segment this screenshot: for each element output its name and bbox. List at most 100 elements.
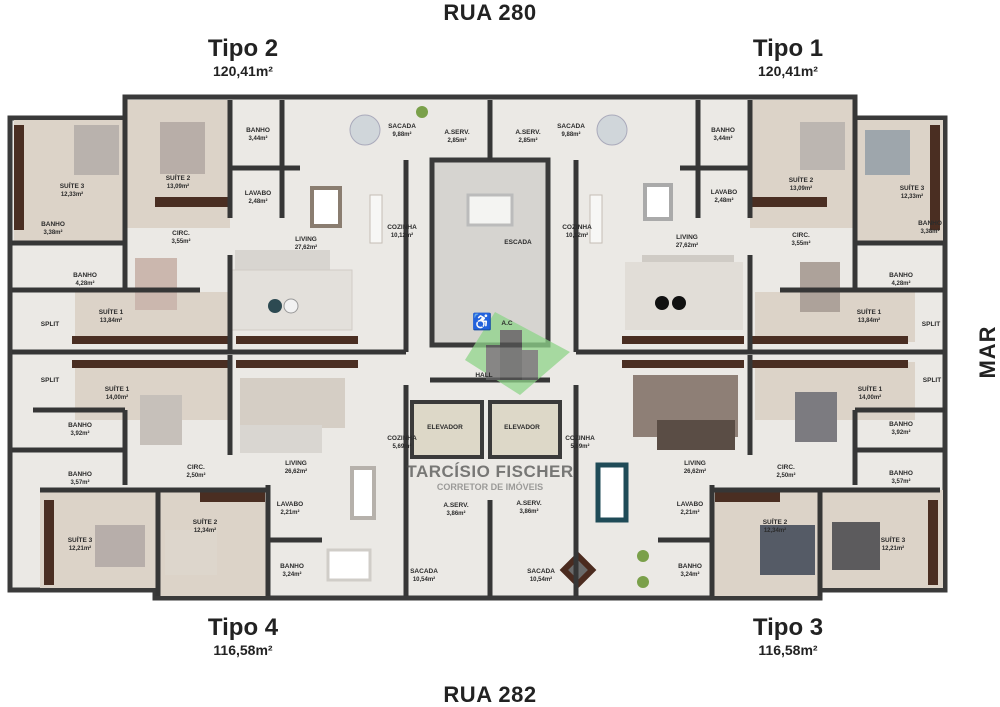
room-name: BANHO (68, 471, 92, 478)
room-name: SUÍTE 3 (899, 185, 925, 192)
unit-area: 116,58m² (758, 642, 818, 658)
room-label-tipo2: SPLIT (41, 321, 59, 329)
room-area: 3,92m² (891, 430, 911, 436)
room-name: SUÍTE 3 (59, 183, 85, 190)
room-area: 2,48m² (248, 199, 268, 205)
room-name: SUÍTE 3 (880, 537, 906, 544)
ac-label: A.C (501, 320, 513, 327)
room-label-tipo3: CIRC.2,50m² (776, 464, 795, 480)
room-area: 12,34m² (763, 528, 787, 534)
elevator-left-label: ELEVADOR (427, 424, 463, 431)
room-name: LIVING (295, 236, 317, 243)
unit-title: Tipo 1 (752, 35, 824, 62)
room-area: 3,57m² (891, 479, 911, 485)
wheelchair-icon: ♿ (472, 314, 492, 331)
room-name: LAVABO (676, 501, 704, 508)
hall-label: HALL (475, 372, 493, 379)
room-area: 3,86m² (446, 511, 466, 517)
room-area: 2,85m² (518, 138, 538, 144)
room-name: BANHO (73, 272, 97, 279)
room-label-tipo1: BANHO 3,44m² (711, 127, 735, 143)
room-area: 27,62m² (675, 243, 699, 249)
room-name: SACADA (410, 568, 438, 575)
room-area: 3,24m² (680, 572, 700, 578)
room-area: 3,38m² (43, 230, 63, 236)
room-name: CIRC. (172, 230, 190, 237)
unit-title: Tipo 2 (207, 35, 279, 62)
room-area: 2,21m² (280, 510, 300, 516)
room-name: LAVABO (276, 501, 304, 508)
room-name: SUÍTE 2 (762, 519, 788, 526)
room-label-tipo1: A.SERV.2,85m² (515, 129, 540, 145)
room-name: COZINHA (387, 435, 417, 442)
room-area: 4,28m² (891, 281, 911, 287)
room-area: 9,88m² (392, 132, 412, 138)
room-name: SPLIT (40, 377, 60, 384)
room-area: 13,09m² (166, 184, 190, 190)
room-name: COZINHA (387, 224, 417, 231)
elevator-left-shaft (410, 400, 484, 459)
unit-area: 116,58m² (213, 642, 273, 658)
sea-label: MAR (975, 325, 1000, 379)
room-area: 3,55m² (791, 241, 811, 247)
room-name: LAVABO (244, 190, 272, 197)
room-label-tipo3: A.SERV.3,86m² (516, 500, 541, 516)
room-area: 9,88m² (561, 132, 581, 138)
room-area: 3,92m² (70, 431, 90, 437)
room-label-tipo3: SPLIT (923, 377, 941, 385)
room-name: BANHO (918, 220, 942, 227)
room-name: BANHO (246, 127, 270, 134)
room-area: 10,54m² (412, 577, 436, 583)
room-area: 3,86m² (519, 509, 539, 515)
room-name: A.SERV. (443, 502, 469, 509)
room-label-tipo1: CIRC.3,55m² (791, 232, 810, 248)
room-area: 12,21m² (881, 546, 905, 552)
elevator-right-shaft (488, 400, 562, 459)
unit-title: Tipo 3 (752, 614, 824, 641)
room-area: 3,44m² (713, 136, 733, 142)
room-name: A.SERV. (444, 129, 470, 136)
room-area: 5,69m² (570, 444, 590, 450)
room-label-tipo3: SUÍTE 3 12,21m² (881, 537, 906, 553)
street-top: RUA 280 (443, 0, 537, 25)
room-label-tipo2: CIRC.3,55m² (171, 230, 190, 246)
room-label-tipo3: BANHO 3,57m² (889, 470, 913, 486)
room-name: SPLIT (921, 321, 941, 328)
room-area: 2,50m² (186, 473, 206, 479)
room-area: 12,21m² (68, 546, 92, 552)
unit-header-tipo3: Tipo 3 116,58m² (753, 615, 823, 659)
unit-title: Tipo 4 (207, 614, 279, 641)
room-name: BANHO (889, 470, 913, 477)
unit-area: 120,41m² (213, 63, 273, 79)
room-label-tipo4: LAVABO 2,21m² (277, 501, 303, 517)
room-name: BANHO (711, 127, 735, 134)
room-area: 3,24m² (282, 572, 302, 578)
unit-area: 120,41m² (758, 63, 818, 79)
watermark-subtitle: CORRETOR DE IMÓVEIS (436, 482, 544, 492)
room-name: COZINHA (562, 224, 592, 231)
